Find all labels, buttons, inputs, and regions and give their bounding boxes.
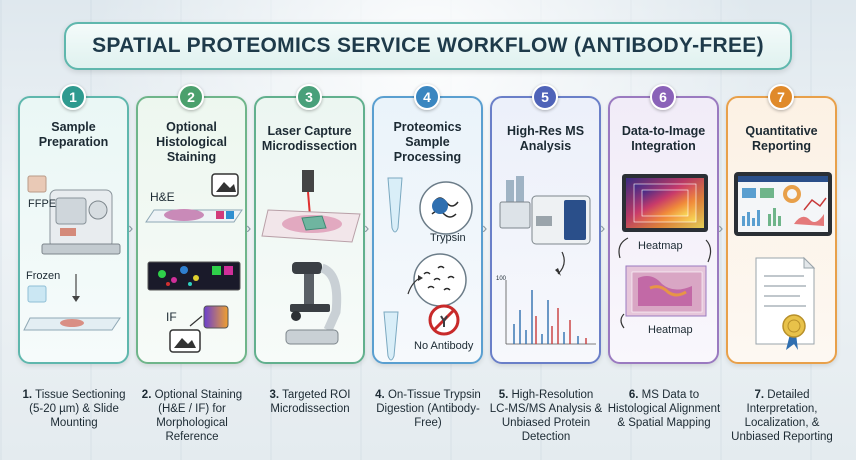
spectrum-axis-label: 100: [496, 276, 507, 282]
ffpe-label: FFPE: [28, 198, 57, 210]
caption-number: 6.: [628, 389, 639, 401]
caption-text: Targeted ROI Microdissection: [270, 389, 351, 415]
heatmap-integration-illustration: [618, 174, 712, 329]
step-badge-1: 1: [60, 84, 86, 110]
chevron-right-icon: ›: [482, 220, 488, 237]
step-title: Sample Preparation: [38, 120, 109, 149]
step-card-2: Optional Histological Staining H&E IF: [136, 96, 247, 364]
mass-spectrometer-illustration: [499, 176, 596, 345]
step-badge-3: 3: [296, 84, 322, 110]
digestion-illustration: [383, 177, 473, 361]
caption-number: 3.: [269, 389, 280, 401]
step-title: Laser Capture Microdissection: [261, 124, 358, 153]
step-caption-2: 2. Optional Staining (H&E / IF) for Morp…: [134, 388, 250, 444]
caption-text: Detailed Interpretation, Localization, &…: [731, 389, 833, 443]
step-title: Data-to-Image Integration: [621, 124, 706, 153]
no-antibody-label: No Antibody: [414, 340, 474, 352]
report-illustration: [734, 172, 832, 350]
caption-text: Tissue Sectioning (5-20 µm) & Slide Moun…: [29, 389, 126, 429]
step-badge-4: 4: [414, 84, 440, 110]
if-label: IF: [166, 310, 177, 324]
step-card-6: Data-to-Image Integration Heatmap Heatma…: [608, 96, 719, 364]
step-badge-2: 2: [178, 84, 204, 110]
frozen-label: Frozen: [26, 270, 61, 282]
staining-illustration: [145, 173, 243, 353]
step-card-1: Sample Preparation FFPE Frozen: [18, 96, 129, 364]
step-card-3: Laser Capture Microdissection: [254, 96, 365, 364]
step-caption-6: 6. MS Data to Histological Alignment & S…: [606, 388, 722, 430]
chevron-right-icon: ›: [600, 220, 606, 237]
step-title: Proteomics Sample Processing: [393, 120, 462, 164]
heatmap-label-bottom: Heatmap: [648, 324, 693, 336]
chevron-right-icon: ›: [718, 220, 724, 237]
chevron-right-icon: ›: [364, 220, 370, 237]
step-caption-3: 3. Targeted ROI Microdissection: [252, 388, 368, 416]
step-badge-5: 5: [532, 84, 558, 110]
caption-number: 1.: [22, 389, 33, 401]
step-caption-7: 7. Detailed Interpretation, Localization…: [724, 388, 840, 444]
chevron-right-icon: ›: [128, 220, 134, 237]
step-card-7: Quantitative Reporting: [726, 96, 837, 364]
chevron-right-icon: ›: [246, 220, 252, 237]
caption-number: 5.: [498, 389, 509, 401]
title-banner: SPATIAL PROTEOMICS SERVICE WORKFLOW (ANT…: [64, 22, 792, 70]
step-card-4: Proteomics Sample Processing Trypsin No …: [372, 96, 483, 364]
caption-text: High-Resolution LC-MS/MS Analysis & Unbi…: [489, 389, 603, 443]
step-title: Optional Histological Staining: [156, 120, 227, 164]
step-caption-1: 1. Tissue Sectioning (5-20 µm) & Slide M…: [16, 388, 132, 430]
caption-number: 4.: [375, 389, 385, 401]
laser-microscope-illustration: [261, 170, 361, 345]
caption-number: 2.: [141, 389, 152, 401]
caption-number: 7.: [754, 389, 765, 401]
step-caption-5: 5. High-Resolution LC-MS/MS Analysis & U…: [488, 388, 604, 444]
caption-text: On-Tissue Trypsin Digestion (Antibody-Fr…: [376, 389, 481, 429]
page-title: SPATIAL PROTEOMICS SERVICE WORKFLOW (ANT…: [92, 34, 764, 57]
he-label: H&E: [150, 190, 175, 204]
step-badge-6: 6: [650, 84, 676, 110]
caption-text: MS Data to Histological Alignment & Spat…: [607, 389, 721, 429]
caption-text: Optional Staining (H&E / IF) for Morphol…: [154, 389, 243, 443]
step-card-5: High-Res MS Analysis 100: [490, 96, 601, 364]
step-title: High-Res MS Analysis: [506, 124, 585, 153]
step-caption-4: 4. On-Tissue Trypsin Digestion (Antibody…: [370, 388, 486, 430]
trypsin-label: Trypsin: [430, 232, 466, 244]
microtome-illustration: [23, 175, 121, 331]
step-title: Quantitative Reporting: [745, 124, 818, 153]
step-badge-7: 7: [768, 84, 794, 110]
heatmap-label-top: Heatmap: [638, 240, 683, 252]
